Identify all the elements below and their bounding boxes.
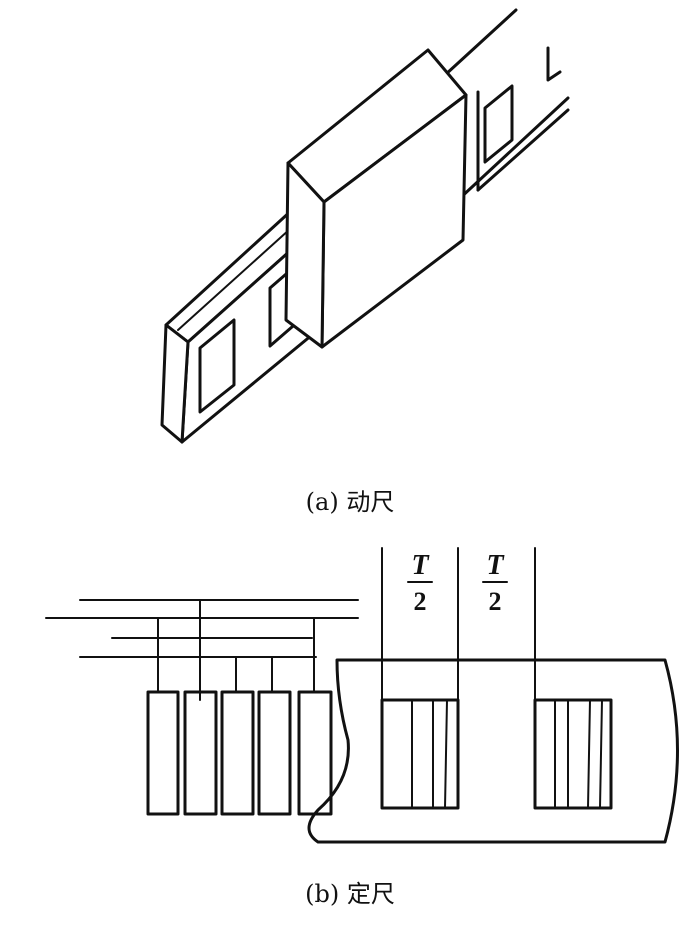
coil-segment [220,690,255,816]
strip-window-upper [483,84,514,164]
moving-scale-figure [160,8,570,444]
slider-block [284,48,468,349]
pitch-label-numerator: T [486,550,505,581]
coil-segment [257,690,292,816]
scale-strip-upper [443,8,570,202]
scale-winding-1 [380,698,460,810]
lead-wires [45,599,359,658]
pitch-label-1: T 2 [407,550,433,616]
fixed-scale-figure: T 2 T 2 [45,547,679,844]
coil-leads [157,599,315,701]
coil-segment [146,690,180,816]
coil-segment [297,690,333,816]
pitch-label-numerator: T [411,550,430,581]
pitch-label-2: T 2 [482,550,508,616]
caption-b: (b) 定尺 [305,880,395,908]
strip-edge-mark [546,46,562,82]
coil-segment [183,690,218,816]
pitch-label-denominator: 2 [414,587,427,616]
caption-a: (a) 动尺 [306,488,395,516]
scale-winding-2 [533,698,613,810]
pitch-label-denominator: 2 [489,587,502,616]
scale-strip-lower [160,208,320,444]
fixed-scale-plate [307,658,679,844]
segment-coils [146,690,333,816]
strip-window-lower-1 [198,318,236,414]
